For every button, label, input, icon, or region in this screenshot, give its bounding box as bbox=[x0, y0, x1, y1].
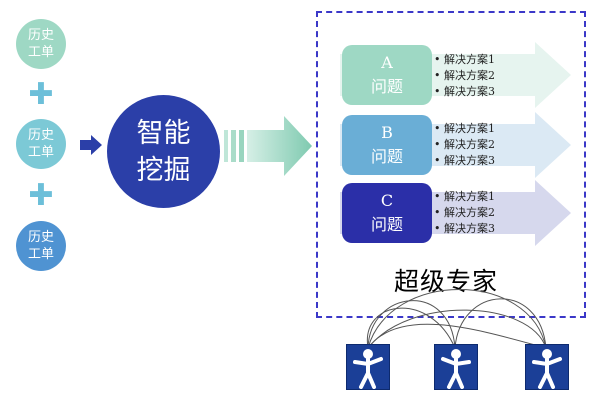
solution-item: 解决方案2 bbox=[434, 68, 495, 84]
solution-list-b: 解决方案1 解决方案2 解决方案3 bbox=[434, 121, 495, 169]
expert-figure-1 bbox=[346, 344, 390, 390]
solutions-frame bbox=[316, 11, 586, 318]
plus-icon: ✚ bbox=[28, 178, 54, 213]
solution-item: 解决方案3 bbox=[434, 84, 495, 100]
plus-icon: ✚ bbox=[28, 77, 54, 112]
ticket-line-2: 工单 bbox=[27, 247, 54, 262]
problem-b-box: B 问题 bbox=[342, 115, 432, 175]
history-ticket-1: 历史 工单 bbox=[16, 19, 66, 69]
ticket-line-1: 历史 bbox=[27, 230, 54, 245]
person-icon bbox=[441, 349, 471, 389]
problem-letter: B bbox=[381, 123, 393, 142]
problem-label: 问题 bbox=[370, 77, 403, 96]
solution-item: 解决方案2 bbox=[434, 137, 495, 153]
solution-list-c: 解决方案1 解决方案2 解决方案3 bbox=[434, 189, 495, 237]
solution-item: 解决方案3 bbox=[434, 153, 495, 169]
problem-c-box: C 问题 bbox=[342, 183, 432, 243]
person-icon bbox=[353, 349, 383, 389]
solution-item: 解决方案2 bbox=[434, 205, 495, 221]
big-arrow-icon bbox=[224, 116, 312, 176]
history-ticket-3: 历史 工单 bbox=[16, 221, 66, 271]
problem-label: 问题 bbox=[370, 147, 403, 166]
ticket-line-2: 工单 bbox=[27, 45, 54, 60]
solution-item: 解决方案1 bbox=[434, 121, 495, 137]
history-ticket-2: 历史 工单 bbox=[16, 119, 66, 169]
solution-item: 解决方案1 bbox=[434, 52, 495, 68]
intelligent-mining-circle: 智能 挖掘 bbox=[107, 95, 220, 208]
problem-a-box: A 问题 bbox=[342, 45, 432, 105]
ticket-line-2: 工单 bbox=[27, 145, 54, 160]
expert-figure-2 bbox=[434, 344, 478, 390]
person-icon bbox=[532, 349, 562, 389]
problem-letter: C bbox=[380, 191, 394, 210]
problem-letter: A bbox=[381, 53, 393, 72]
ticket-line-1: 历史 bbox=[27, 28, 54, 43]
mining-line-1: 智能 bbox=[136, 117, 191, 149]
solution-list-a: 解决方案1 解决方案2 解决方案3 bbox=[434, 52, 495, 100]
ticket-line-1: 历史 bbox=[27, 128, 54, 143]
expert-figure-3 bbox=[525, 344, 569, 390]
mining-line-2: 挖掘 bbox=[136, 154, 191, 186]
arrow-right-icon bbox=[80, 135, 102, 155]
solution-item: 解决方案1 bbox=[434, 189, 495, 205]
expert-connections bbox=[366, 289, 547, 349]
problem-label: 问题 bbox=[370, 215, 403, 234]
solution-item: 解决方案3 bbox=[434, 221, 495, 237]
